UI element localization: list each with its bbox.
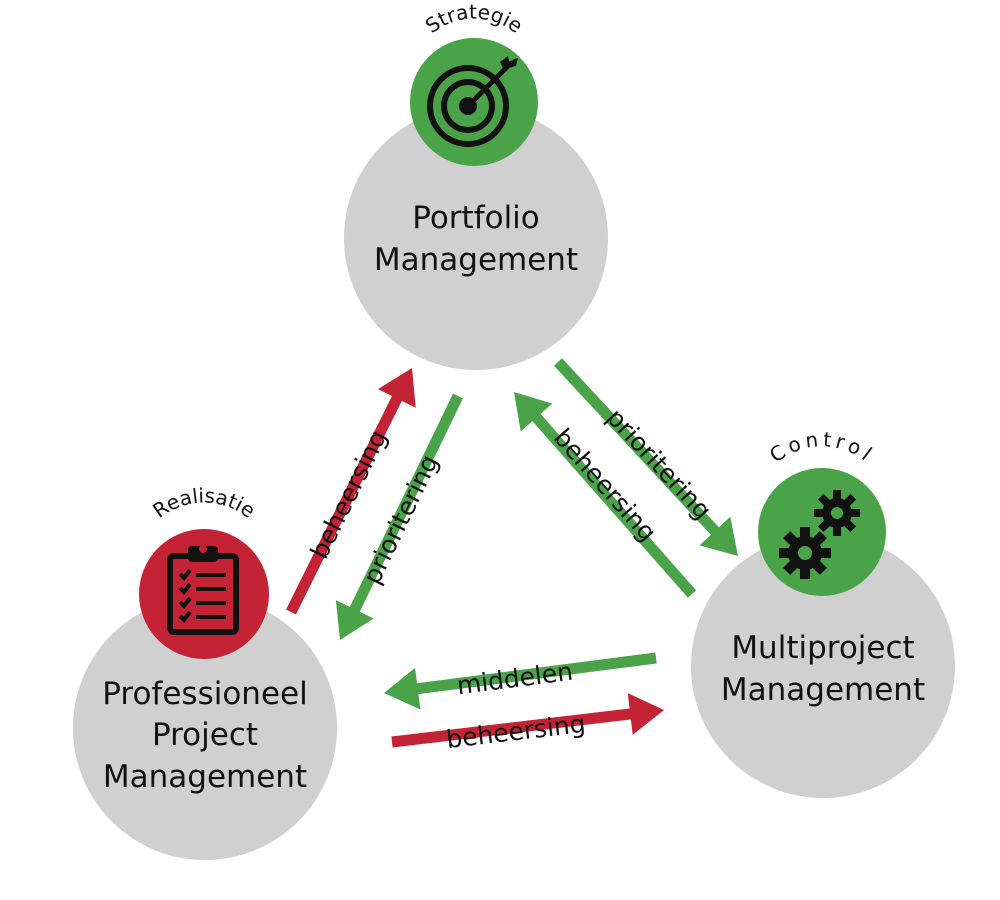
clipboard-checklist-icon: [167, 545, 239, 635]
strategie-label: Strategie: [421, 0, 527, 38]
arrow-portfolio-to-professional-shaft: [348, 393, 463, 614]
arrow-professional-to-multiproject-label: beheersing: [445, 709, 587, 754]
arrow-professional-to-portfolio-shaft: [286, 394, 403, 615]
professional-project-management-node: Professioneel Project Management Realisa…: [73, 483, 337, 860]
control-badge: [758, 468, 886, 596]
portfolio-title-line1: Portfolio: [412, 200, 540, 236]
arrow-professional-to-portfolio: beheersing: [286, 368, 416, 615]
professional-title-line3: Management: [103, 759, 307, 795]
arrow-multiproject-to-professional: middelen: [384, 652, 657, 710]
realisatie-label-path: Realisatie: [148, 483, 259, 522]
strategie-label-path: Strategie: [421, 0, 527, 38]
portfolio-management-node: Portfolio Management Strategie: [344, 0, 608, 370]
professional-title-line2: Project: [152, 717, 258, 753]
portfolio-title-line2: Management: [374, 242, 578, 278]
arrow-multiproject-to-portfolio-head: [514, 392, 553, 432]
arrow-professional-to-multiproject-shaft: [391, 708, 633, 748]
arrow-portfolio-to-multiproject-head: [699, 516, 738, 556]
multiproject-management-node: Multiproject Management Control: [691, 427, 955, 798]
arrow-portfolio-to-professional: prioritering: [335, 393, 463, 640]
arrow-professional-to-multiproject: beheersing: [391, 693, 664, 754]
arrow-professional-to-portfolio-head: [378, 368, 416, 408]
realisatie-label: Realisatie: [148, 483, 259, 522]
professional-title-line1: Professioneel: [102, 676, 307, 712]
target-icon: [427, 56, 518, 147]
arrow-portfolio-to-multiproject-shaft: [553, 358, 721, 537]
arrow-multiproject-to-professional-shaft: [415, 652, 657, 695]
multiproject-title-line1: Multiproject: [731, 630, 914, 666]
professional-circle: [73, 596, 337, 860]
arrow-multiproject-to-professional-head: [384, 667, 421, 710]
gears-icon: [779, 490, 860, 579]
arrow-multiproject-to-portfolio-shaft: [531, 412, 697, 598]
multiproject-title-line2: Management: [721, 672, 925, 708]
control-label: Control: [765, 427, 880, 467]
arrow-portfolio-to-professional-head: [335, 600, 374, 640]
arrow-professional-to-multiproject-head: [627, 693, 664, 735]
control-label-path: Control: [765, 427, 876, 467]
arrow-multiproject-to-professional-label: middelen: [455, 657, 574, 701]
multiproject-circle: [691, 534, 955, 798]
portfolio-circle: [344, 106, 608, 370]
